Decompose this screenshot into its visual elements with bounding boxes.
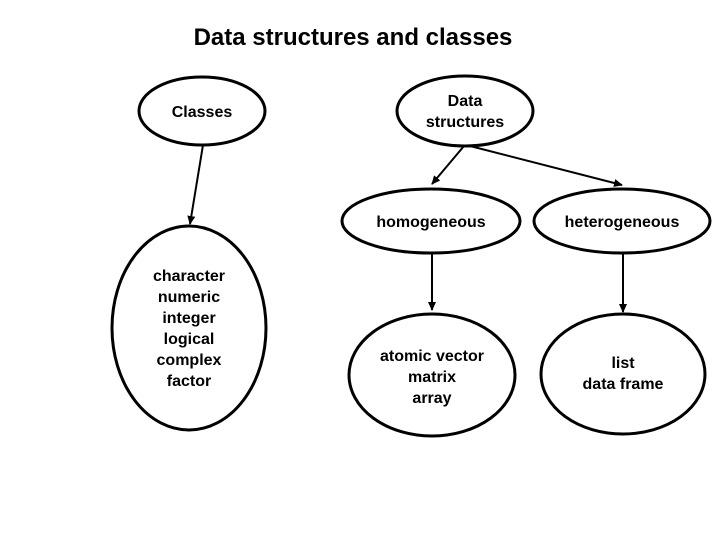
node-class-types-shape [110, 224, 268, 432]
homogeneous-type-item: array [412, 389, 452, 407]
diagram-title: Data structures and classes [193, 24, 513, 51]
edge-data-structures-to-heterogeneous [469, 145, 623, 187]
node-heterogeneous-types-shape [539, 312, 707, 436]
node-classes-text: Classes [171, 103, 233, 121]
class-type-item: factor [166, 373, 212, 390]
node-data-structures-label: Data structures [405, 91, 525, 133]
homogeneous-type-item: atomic vector [379, 347, 485, 365]
node-heterogeneous-types-label: list data frame [553, 352, 693, 396]
node-homogeneous-text: homogeneous [376, 213, 486, 231]
edge-classes-to-class-types [187, 144, 204, 225]
node-data-structures-line-2: structures [425, 114, 505, 131]
node-heterogeneous-label: heterogeneous [552, 204, 692, 240]
node-homogeneous-label: homogeneous [361, 204, 501, 240]
node-classes-label: Classes [142, 94, 262, 130]
edge-data-structures-to-homogeneous [431, 145, 465, 185]
class-type-item: logical [163, 331, 215, 348]
heterogeneous-type-item: list [611, 355, 635, 372]
node-heterogeneous-text: heterogeneous [564, 213, 680, 231]
class-type-item: numeric [157, 289, 221, 306]
class-type-item: character [152, 268, 226, 285]
node-classes-shape [137, 75, 267, 147]
node-homogeneous-shape [340, 187, 522, 255]
node-data-structures-line-1: Data [447, 93, 483, 110]
heterogeneous-type-item: data frame [582, 376, 664, 393]
node-homogeneous-types-label: atomic vector matrix array [362, 344, 502, 410]
node-homogeneous-types-shape [347, 312, 517, 438]
class-type-item: integer [162, 310, 216, 327]
node-data-structures-shape [395, 74, 535, 148]
homogeneous-type-item: matrix [407, 368, 457, 386]
node-class-types-label: character numeric integer logical comple… [129, 265, 249, 393]
node-heterogeneous-shape [532, 187, 712, 255]
class-type-item: complex [156, 352, 222, 369]
